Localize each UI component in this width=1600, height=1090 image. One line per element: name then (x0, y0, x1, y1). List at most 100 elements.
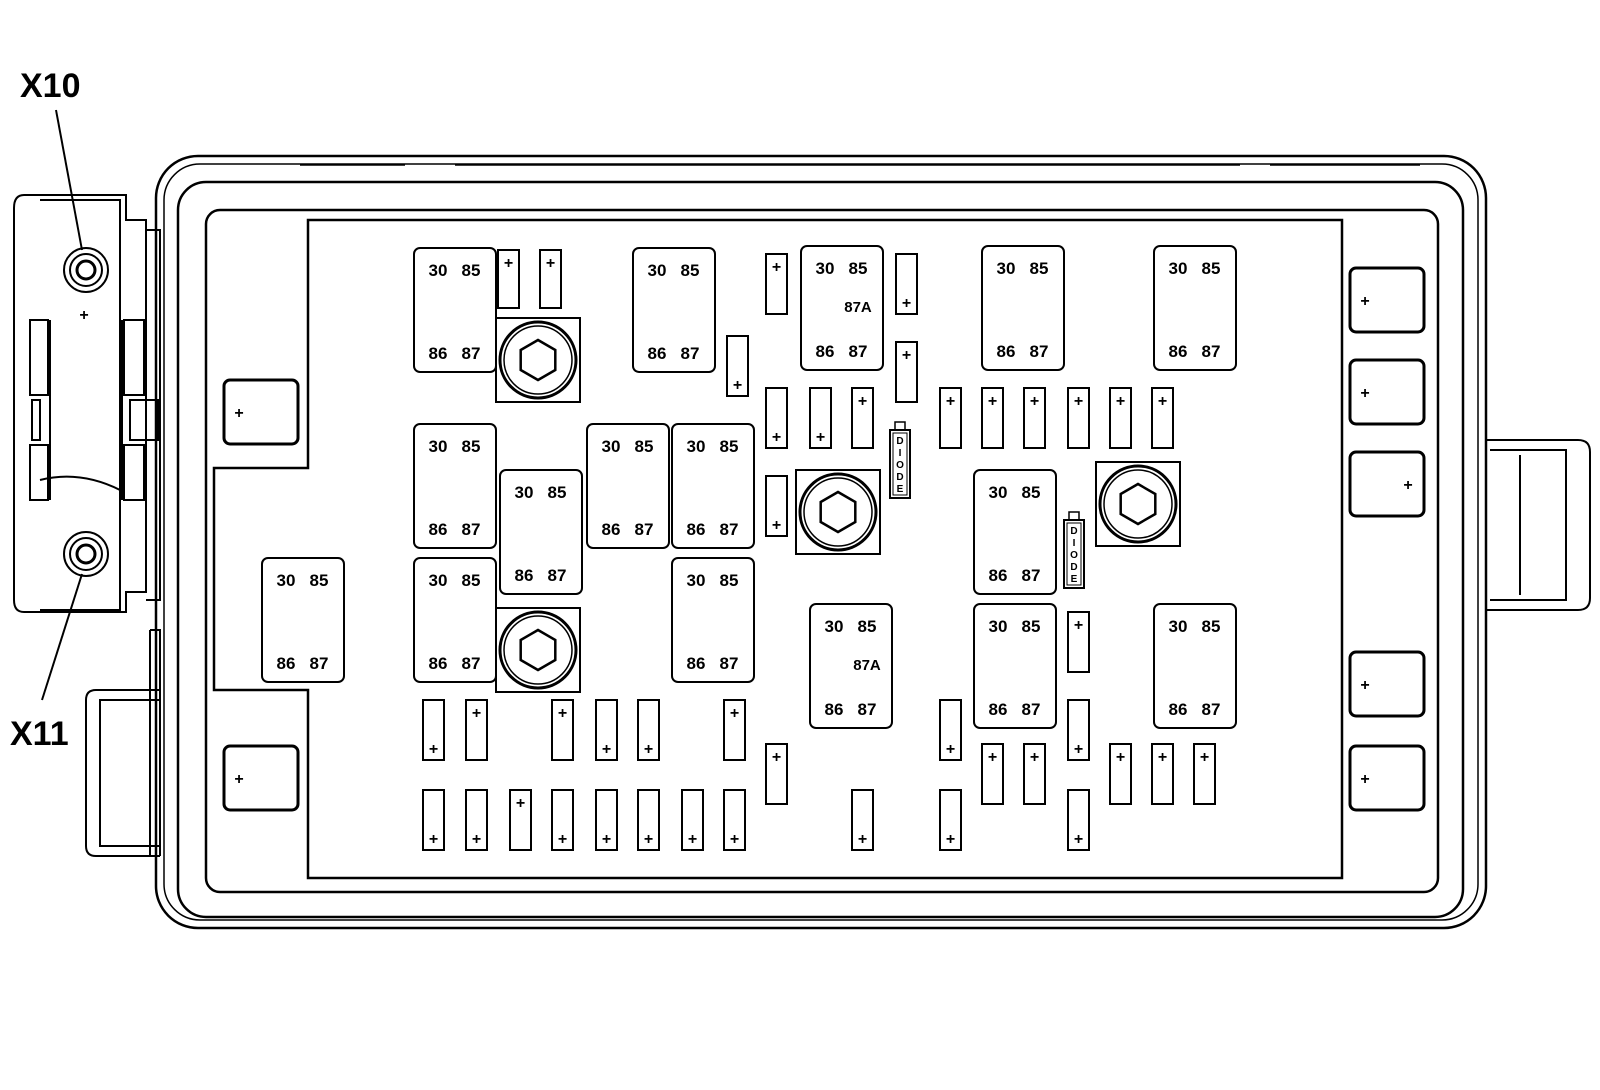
relay-terminal-30: 30 (997, 259, 1016, 278)
left-latch-tab (85, 629, 161, 857)
mini-fuse: + (465, 789, 488, 851)
fuse-polarity-mark: + (946, 393, 955, 410)
fuse-polarity-mark: + (472, 831, 481, 848)
relay-terminal-87: 87 (1202, 700, 1221, 719)
maxi-fuse: + (1348, 266, 1426, 334)
relay-terminal-30: 30 (687, 571, 706, 590)
maxi-fuse: + (222, 378, 300, 446)
fuse-polarity-mark: + (429, 741, 438, 758)
relay-terminal-30: 30 (602, 437, 621, 456)
relay-terminal-85: 85 (1030, 259, 1049, 278)
relay-terminal-85: 85 (462, 571, 481, 590)
fuse-polarity-mark: + (902, 295, 911, 312)
relay-terminal-87: 87 (681, 344, 700, 363)
fuse-polarity-mark: + (504, 255, 513, 272)
relay-terminal-86: 86 (816, 342, 835, 361)
relay-terminal-87: 87 (849, 342, 868, 361)
relay-terminal-30: 30 (515, 483, 534, 502)
fuse-polarity-mark: + (730, 831, 739, 848)
maxi-fuse: + (1348, 358, 1426, 426)
fuse-polarity-mark: + (644, 741, 653, 758)
relay-terminal-87: 87 (310, 654, 329, 673)
relay-terminal-87: 87 (635, 520, 654, 539)
relay-terminal-86: 86 (1169, 700, 1188, 719)
mini-fuses: ++++++++++++++++++++++++++++++++++++++++… (422, 249, 1216, 851)
relay-terminal-30: 30 (429, 571, 448, 590)
fuse-polarity-mark: + (988, 749, 997, 766)
relay-terminal-85: 85 (1202, 259, 1221, 278)
relay-terminal-30: 30 (648, 261, 667, 280)
fuse-polarity-mark: + (516, 795, 525, 812)
relay-terminal-87: 87 (462, 344, 481, 363)
relay-terminal-30: 30 (1169, 617, 1188, 636)
maxi-fuses: + + + + + + + (222, 266, 1426, 812)
relay-terminal-85: 85 (1022, 483, 1041, 502)
mini-fuse: + (1067, 699, 1090, 761)
fuse-polarity-mark: + (1116, 393, 1125, 410)
mini-fuse: + (1151, 387, 1174, 449)
fuse-polarity-mark: + (946, 831, 955, 848)
mini-fuse: + (723, 789, 746, 851)
relay-terminal-85: 85 (548, 483, 567, 502)
relay-terminal-87: 87 (1030, 342, 1049, 361)
fuse-polarity-mark: + (858, 393, 867, 410)
leader-x11 (41, 573, 83, 701)
mini-fuse: + (637, 789, 660, 851)
relay-terminal-86: 86 (277, 654, 296, 673)
relay-terminal-87a: 87A (844, 299, 872, 316)
relay-terminal-30: 30 (429, 437, 448, 456)
right-latch-tab (1486, 439, 1591, 611)
mini-fuse: + (1067, 789, 1090, 851)
mini-fuse: + (465, 699, 488, 761)
mini-fuse: + (422, 699, 445, 761)
relay-terminal-85: 85 (462, 437, 481, 456)
mini-fuse: + (595, 789, 618, 851)
relay-terminal-86: 86 (825, 700, 844, 719)
stud-x11 (63, 531, 109, 577)
relay-terminal-30: 30 (1169, 259, 1188, 278)
fuse-polarity-mark: + (772, 259, 781, 276)
fuse-polarity-mark: + (688, 831, 697, 848)
relay-terminal-87: 87 (548, 566, 567, 585)
relay-terminal-85: 85 (720, 437, 739, 456)
mini-fuse: + (422, 789, 445, 851)
relay-terminal-30: 30 (989, 617, 1008, 636)
mini-fuse: + (809, 387, 832, 449)
relay-terminal-86: 86 (1169, 342, 1188, 361)
mini-fuse: + (895, 253, 918, 315)
fuse-polarity-mark: + (1403, 477, 1412, 494)
mounting-bolt (495, 317, 581, 403)
fuse-polarity-mark: + (429, 831, 438, 848)
relay-terminal-30: 30 (989, 483, 1008, 502)
mini-fuse: + (981, 743, 1004, 805)
mini-fuse: + (981, 387, 1004, 449)
relay-terminal-87: 87 (462, 520, 481, 539)
mounting-bolt (1095, 461, 1181, 547)
mini-fuse: + (765, 387, 788, 449)
relay-terminal-86: 86 (687, 654, 706, 673)
fuse-polarity-mark: + (1074, 393, 1083, 410)
fuse-polarity-mark: + (730, 705, 739, 722)
mounting-bolt (495, 607, 581, 693)
mini-fuse: + (637, 699, 660, 761)
mini-fuse: + (851, 387, 874, 449)
mini-fuse: + (595, 699, 618, 761)
fuse-polarity-mark: + (234, 405, 243, 422)
fuse-polarity-mark: + (1158, 393, 1167, 410)
battery-stud-bracket (13, 194, 161, 613)
mini-fuse: + (723, 699, 746, 761)
relay-terminal-30: 30 (816, 259, 835, 278)
relay-terminal-86: 86 (648, 344, 667, 363)
mini-fuse: + (726, 335, 749, 397)
